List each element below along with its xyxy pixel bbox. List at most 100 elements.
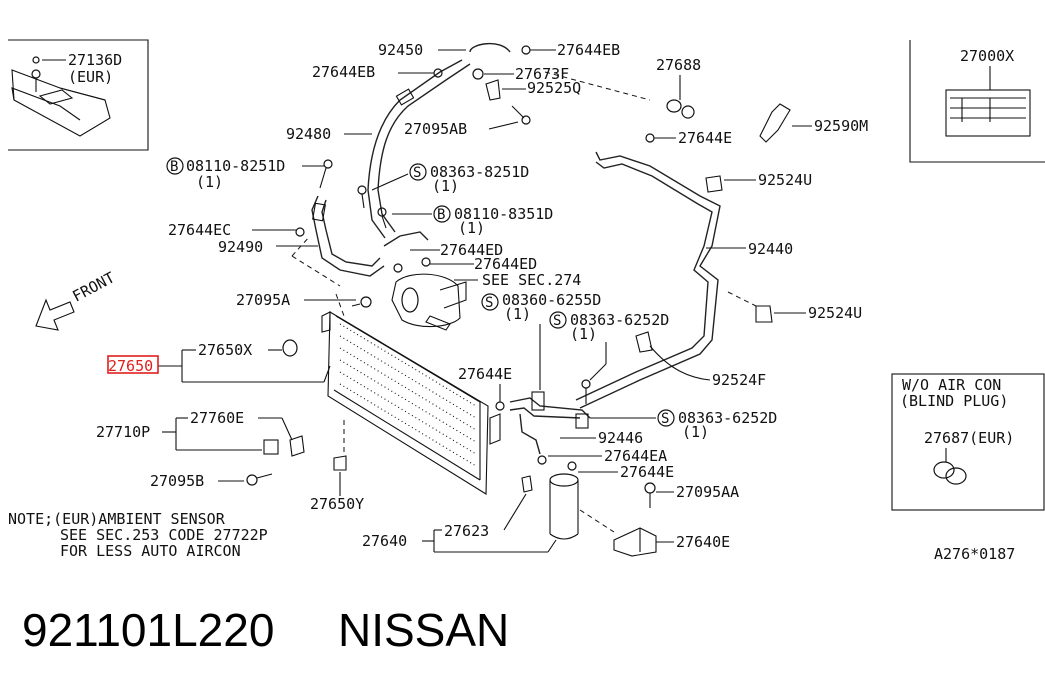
label-27623: 27623 <box>444 522 489 540</box>
label-27644ED-a: 27644ED <box>440 241 503 259</box>
marker-s: S <box>553 313 561 329</box>
label-27640E: 27640E <box>676 533 730 551</box>
label-08363-8251D-qty: (1) <box>432 177 459 195</box>
label-27644EA: 27644EA <box>604 447 667 465</box>
bolt-icon <box>319 159 333 189</box>
screw-marker-s <box>481 293 499 311</box>
bolt-27095AA-icon <box>644 482 656 508</box>
marker-s: S <box>485 295 493 311</box>
label-92446: 92446 <box>598 429 643 447</box>
bracket-27640E-icon <box>613 527 657 557</box>
o-ring-icon <box>567 461 577 471</box>
label-27640: 27640 <box>362 532 407 550</box>
pipe-92446 <box>509 391 591 455</box>
bracket-27760E-icon <box>263 435 305 457</box>
screw-marker-s <box>409 163 427 181</box>
o-ring-icon <box>645 133 655 143</box>
label-27000X: 27000X <box>960 47 1014 65</box>
label-27644E-a: 27644E <box>678 129 732 147</box>
label-92490: 92490 <box>218 238 263 256</box>
fitting-icon <box>472 68 484 80</box>
label-27095B: 27095B <box>150 472 204 490</box>
bolt-icon <box>581 379 591 404</box>
o-ring-icon <box>295 227 305 237</box>
label-08360-6255D: 08360-6255D <box>502 291 601 309</box>
diagram-ref: A276*0187 <box>934 545 1015 563</box>
o-ring-icon <box>537 455 547 465</box>
label-27650: 27650 <box>108 357 153 375</box>
label-27095A: 27095A <box>236 291 290 309</box>
label-27644ED-b: 27644ED <box>474 255 537 273</box>
o-ring-icon <box>495 401 505 411</box>
label-27687: 27687(EUR) <box>924 429 1014 447</box>
label-27644E-c: 27644E <box>620 463 674 481</box>
brand-name: NISSAN <box>338 604 509 656</box>
label-08110-8351D: 08110-8351D <box>454 205 553 223</box>
label-08360-6255D-qty: (1) <box>504 305 531 323</box>
bracket-drawing <box>11 69 111 137</box>
bolt-27095A-icon <box>351 296 372 308</box>
label-27095AB: 27095AB <box>404 120 467 138</box>
note-line-2: SEE SEC.253 CODE 27722P <box>60 526 268 544</box>
label-08110-8251D: 08110-8251D <box>186 157 285 175</box>
label-27095AA: 27095AA <box>676 483 739 501</box>
o-ring-icon <box>433 68 443 78</box>
clip-92525Q-icon <box>485 79 501 101</box>
clip-92524F-icon <box>635 331 653 353</box>
label-27760E: 27760E <box>190 409 244 427</box>
label-27688: 27688 <box>656 56 701 74</box>
clip-92524U-icon <box>705 175 723 193</box>
label-see-sec-274: SEE SEC.274 <box>482 271 581 289</box>
label-27644E-b: 27644E <box>458 365 512 383</box>
label-92524F: 92524F <box>712 371 766 389</box>
label-08363-6252D-b-qty: (1) <box>682 423 709 441</box>
o-ring-icon <box>521 45 531 55</box>
receiver-drier-27640 <box>549 473 579 540</box>
label-wo-air-con: W/O AIR CON <box>902 376 1001 394</box>
label-27650X: 27650X <box>198 341 252 359</box>
label-92524U-a: 92524U <box>758 171 812 189</box>
label-92525Q: 92525Q <box>527 79 581 97</box>
hose-92590M-icon <box>759 103 791 143</box>
marker-b: B <box>170 159 178 175</box>
condenser-27650 <box>321 311 489 495</box>
bolt-27095AB-icon <box>511 105 531 125</box>
note-line-3: FOR LESS AUTO AIRCON <box>60 542 241 560</box>
label-08363-6252D-b: 08363-6252D <box>678 409 777 427</box>
bushing-27650X-icon <box>282 339 298 357</box>
bracket-icon <box>489 413 501 445</box>
screw-marker-s <box>657 409 675 427</box>
hose-92480 <box>367 43 511 239</box>
marker-s: S <box>661 411 669 427</box>
o-ring-icon <box>393 263 403 273</box>
sensor-27623-icon <box>521 475 533 493</box>
label-92440: 92440 <box>748 240 793 258</box>
label-27673F: 27673F <box>515 65 569 83</box>
marker-s: S <box>413 165 421 181</box>
o-ring-icon <box>421 257 431 267</box>
front-arrow-icon <box>35 298 75 331</box>
blind-plug-27687-icon <box>933 461 967 485</box>
inset-box-27136D <box>8 39 149 151</box>
label-front: FRONT <box>69 268 117 305</box>
note-line-1: NOTE;(EUR)AMBIENT SENSOR <box>8 510 226 528</box>
bolt-icon <box>377 207 387 229</box>
hose-92490 <box>311 195 385 277</box>
label-08110-8351D-qty: (1) <box>458 219 485 237</box>
label-92524U-b: 92524U <box>808 304 862 322</box>
screw-marker-s <box>549 311 567 329</box>
clip-27136D-icon <box>31 56 41 92</box>
label-27644EC: 27644EC <box>168 221 231 239</box>
label-eur: (EUR) <box>68 68 113 86</box>
pipe-92440 <box>575 151 721 409</box>
label-27136D: 27136D <box>68 51 122 69</box>
label-27710P: 27710P <box>96 423 150 441</box>
label-08363-6252D-a: 08363-6252D <box>570 311 669 329</box>
label-27650Y: 27650Y <box>310 495 364 513</box>
label-08363-8251D: 08363-8251D <box>430 163 529 181</box>
marker-b: B <box>437 207 445 223</box>
bolt-marker-b <box>166 157 184 175</box>
bushing-27650Y-icon <box>333 455 347 471</box>
bolt-27095B-icon <box>246 473 273 486</box>
